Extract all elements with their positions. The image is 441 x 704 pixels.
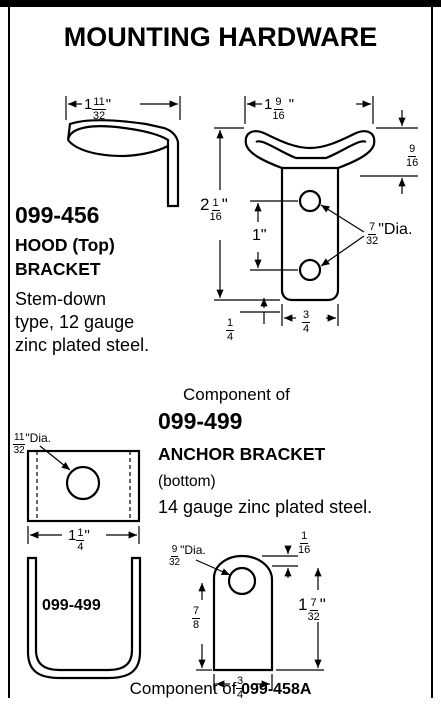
- anchor-bracket-u-drawing: [26, 556, 142, 680]
- hood-name-line1: HOOD (Top): [15, 235, 115, 255]
- anchor-component-label: Component of: [183, 385, 290, 404]
- tab-component-line: Component of 099-458A: [129, 679, 312, 698]
- page-title: MOUNTING HARDWARE: [63, 22, 378, 52]
- hood-desc-line2: type, 12 gauge: [15, 312, 135, 332]
- top-border: [0, 0, 441, 7]
- anchor-part-number: 099-499: [158, 408, 243, 434]
- hood-part-number: 099-456: [15, 202, 100, 228]
- page-frame: [8, 6, 433, 698]
- hood-name-line2: BRACKET: [15, 259, 101, 279]
- anchor-name: ANCHOR BRACKET: [158, 444, 326, 464]
- hood-desc-line3: zinc plated steel.: [15, 335, 150, 355]
- hood-bracket-side-drawing: [66, 119, 180, 208]
- tab-bracket-drawing: [212, 554, 274, 672]
- anchor-desc: 14 gauge zinc plated steel.: [158, 497, 373, 517]
- anchor-bracket-flat-drawing: [26, 449, 141, 523]
- hood-hole-spacing-dim: 1": [252, 227, 267, 244]
- u-bracket-label: 099-499: [42, 597, 101, 614]
- anchor-sub: (bottom): [158, 473, 216, 490]
- hood-desc-line1: Stem-down: [15, 289, 107, 309]
- hood-bracket-front-drawing: [244, 130, 376, 302]
